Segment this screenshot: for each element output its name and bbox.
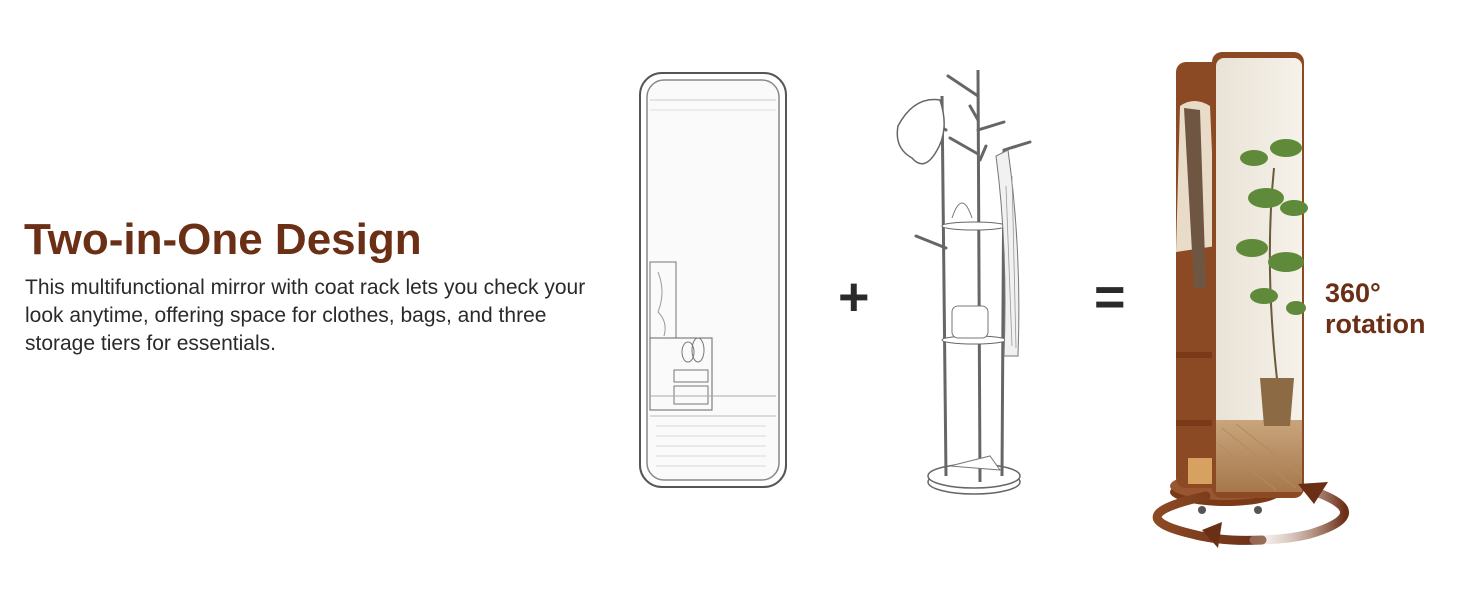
coat-rack-sketch-illustration	[896, 69, 1032, 495]
rotating-mirror-product-image	[1152, 52, 1349, 548]
rotation-word: rotation	[1325, 309, 1426, 339]
rotation-label: 360° rotation	[1325, 278, 1426, 340]
headline: Two-in-One Design	[24, 215, 422, 264]
plus-sign: +	[838, 267, 870, 327]
equals-sign: =	[1094, 267, 1126, 327]
description: This multifunctional mirror with coat ra…	[25, 276, 586, 355]
rotation-degrees: 360°	[1325, 278, 1381, 308]
mirror-sketch-illustration	[639, 72, 787, 488]
